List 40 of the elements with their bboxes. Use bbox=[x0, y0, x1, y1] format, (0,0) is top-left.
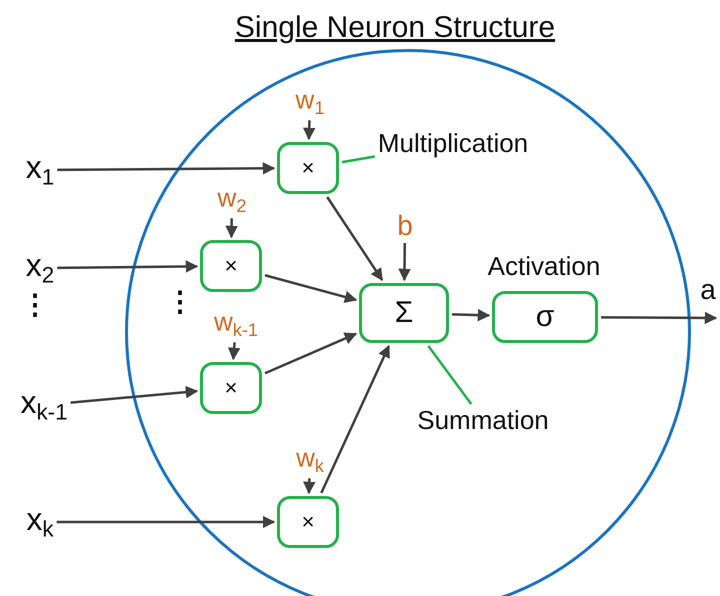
input-label: x$_{2}$ bbox=[26, 248, 54, 288]
arrow bbox=[57, 260, 198, 273]
arrow bbox=[264, 274, 358, 304]
neuron-circle bbox=[125, 49, 691, 596]
weight-label: w$_{2}$ bbox=[218, 184, 246, 216]
input-label: x$_{k-1}$ bbox=[20, 386, 68, 424]
multiply-box: × bbox=[277, 496, 339, 548]
input-label: x$_{k}$ bbox=[26, 502, 54, 542]
arrow bbox=[57, 162, 276, 175]
arrow bbox=[398, 242, 411, 282]
arrow bbox=[264, 332, 358, 374]
arrow bbox=[225, 218, 238, 238]
multiply-box: × bbox=[277, 142, 339, 194]
leader-line bbox=[427, 345, 472, 405]
weight-label: w$_{k-1}$ bbox=[214, 308, 258, 340]
ellipsis-label: ⋮ bbox=[166, 288, 194, 316]
box-caption: Activation bbox=[488, 253, 600, 279]
arrow bbox=[601, 312, 718, 324]
arrow bbox=[320, 344, 390, 494]
summation-box: Σ bbox=[359, 283, 449, 343]
arrow bbox=[326, 196, 384, 282]
callout-label: Multiplication bbox=[378, 130, 528, 156]
output-label: a bbox=[700, 276, 716, 304]
arrow bbox=[303, 478, 316, 494]
arrow bbox=[452, 308, 490, 322]
title: Single Neuron Structure bbox=[234, 13, 556, 43]
callout-label: Summation bbox=[417, 407, 549, 433]
leader-line bbox=[342, 155, 376, 164]
input-label: x$_{1}$ bbox=[26, 150, 54, 190]
activation-box: σ bbox=[492, 291, 598, 343]
weight-label: w$_{k}$ bbox=[296, 444, 324, 476]
multiply-box: × bbox=[200, 362, 262, 414]
bias-label: b bbox=[397, 212, 413, 240]
weight-label: w$_{1}$ bbox=[296, 86, 324, 118]
multiply-box: × bbox=[200, 240, 262, 292]
ellipsis-label: ⋮ bbox=[21, 291, 49, 319]
arrow bbox=[56, 516, 276, 528]
arrow bbox=[302, 120, 316, 140]
arrow bbox=[228, 342, 240, 360]
arrow bbox=[70, 386, 198, 404]
